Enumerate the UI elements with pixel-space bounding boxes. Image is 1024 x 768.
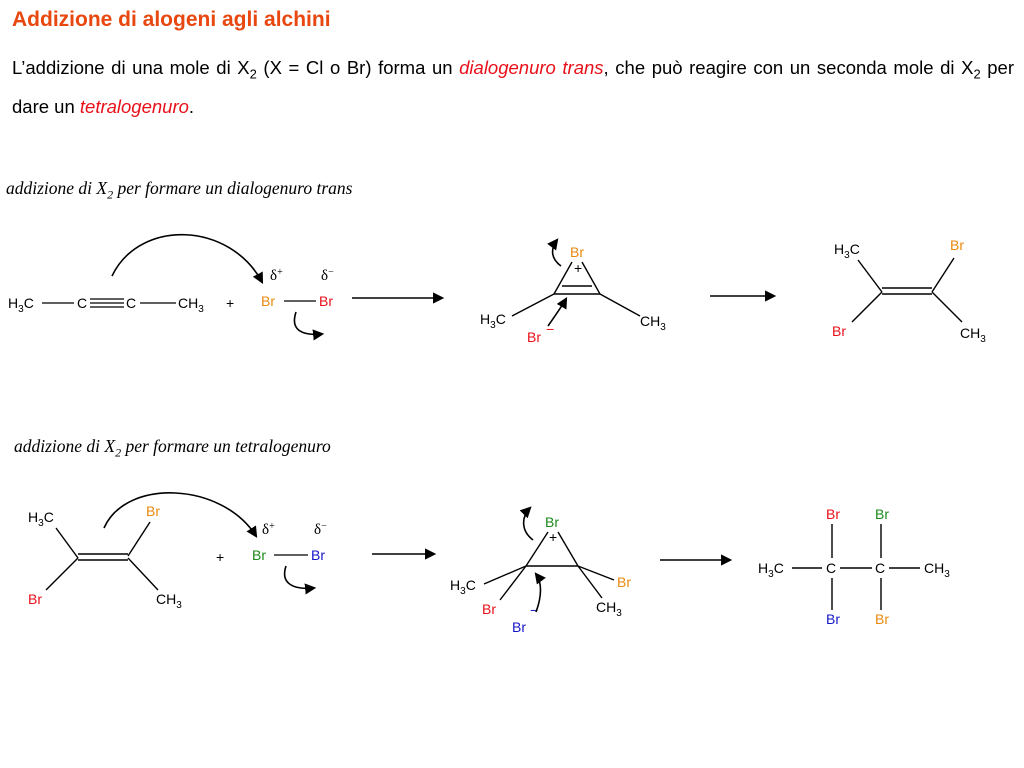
bromine-atom: Br bbox=[252, 547, 266, 563]
bromine-atom: Br bbox=[261, 293, 275, 309]
bromine-atom: Br bbox=[319, 293, 333, 309]
methyl-bond bbox=[483, 565, 527, 585]
methyl-label: H3C bbox=[8, 295, 34, 315]
curved-electron-arrow bbox=[293, 311, 325, 341]
reactant-2-butyne: H3C C C CH3 bbox=[8, 295, 204, 315]
bromine-atom: Br bbox=[146, 503, 160, 519]
plus-sign: + bbox=[216, 549, 224, 565]
bromine-atom: Br bbox=[826, 611, 840, 627]
single-bond bbox=[931, 291, 963, 323]
caption-text: per formare un tetralogenuro bbox=[121, 436, 331, 456]
methyl-bond bbox=[577, 565, 603, 599]
partial-charge-label: δ+ bbox=[270, 267, 283, 284]
methyl-label: CH3 bbox=[960, 325, 986, 345]
reagent-br2: δ+ δ− Br Br bbox=[252, 521, 327, 563]
single-bond bbox=[931, 257, 955, 293]
partial-charge-label: δ+ bbox=[262, 521, 275, 538]
bromine-atom: Br bbox=[950, 237, 964, 253]
curved-electron-arrow bbox=[111, 233, 264, 284]
methyl-label: CH3 bbox=[596, 599, 622, 619]
bromine-atom: Br bbox=[28, 591, 42, 607]
bromine-atom: Br bbox=[832, 323, 846, 339]
highlight-tetralogenuro: tetralogenuro bbox=[79, 95, 189, 117]
methyl-label: CH3 bbox=[924, 560, 950, 580]
caption-text: addizione di X bbox=[14, 436, 116, 456]
intro-text: L’addizione di una mole di X bbox=[12, 57, 250, 78]
bromide-ion: Br bbox=[512, 619, 526, 635]
intro-text: , che può reagire con un seconda mole di… bbox=[603, 57, 974, 78]
bromine-atom: Br bbox=[875, 611, 889, 627]
bromine-atom: Br bbox=[482, 601, 496, 617]
methyl-label: CH3 bbox=[178, 295, 204, 315]
intro-text: (X = Cl o Br) forma un bbox=[256, 57, 460, 78]
bromine-atom: Br bbox=[570, 244, 584, 260]
bromine-bond bbox=[577, 565, 615, 581]
negative-charge: − bbox=[546, 321, 554, 337]
product-tetrabromide: Br Br H3C C C CH3 Br Br bbox=[758, 506, 950, 627]
carbon-label: C bbox=[126, 295, 136, 311]
caption-dialogenuro: addizione di X2 per formare un dialogenu… bbox=[6, 178, 352, 203]
bromine-atom: Br bbox=[826, 506, 840, 522]
carbon-label: C bbox=[826, 560, 836, 576]
bromine-atom: Br bbox=[311, 547, 325, 563]
intro-paragraph: L’addizione di una mole di X2 (X = Cl o … bbox=[12, 52, 1014, 123]
curved-electron-arrow bbox=[519, 506, 534, 541]
single-bond bbox=[55, 527, 79, 559]
reactant-trans-dibromide: H3C Br Br CH3 bbox=[28, 503, 182, 611]
reagent-br2: δ+ δ− Br Br bbox=[261, 267, 334, 309]
methyl-label: H3C bbox=[834, 241, 860, 261]
curved-electron-arrow bbox=[534, 572, 546, 613]
bromide-ion: Br bbox=[527, 329, 541, 345]
page-title: Addizione di alogeni agli alchini bbox=[12, 8, 331, 31]
curved-electron-arrow bbox=[547, 238, 562, 267]
highlight-dialogenuro: dialogenuro trans bbox=[459, 57, 604, 78]
product-trans-dibromide: H3C Br Br CH3 bbox=[832, 237, 986, 345]
methyl-bond bbox=[599, 293, 641, 317]
caption-subscript: 2 bbox=[107, 187, 114, 202]
partial-charge-label: δ− bbox=[321, 267, 334, 284]
positive-charge: + bbox=[574, 260, 582, 276]
caption-text: per formare un dialogenuro trans bbox=[113, 178, 353, 198]
intro-subscript: 2 bbox=[973, 66, 981, 82]
methyl-label: CH3 bbox=[156, 591, 182, 611]
curved-electron-arrow bbox=[283, 565, 317, 595]
negative-charge: − bbox=[530, 602, 538, 618]
carbon-label: C bbox=[875, 560, 885, 576]
positive-charge: + bbox=[549, 529, 557, 545]
bromine-bond bbox=[499, 565, 527, 601]
intro-text: per dare un bbox=[12, 57, 1014, 117]
bromonium-intermediate: Br + H3C Br Br CH3 Br − bbox=[450, 514, 631, 635]
single-bond bbox=[857, 259, 883, 293]
caption-tetralogenuro: addizione di X2 per formare un tetraloge… bbox=[14, 436, 331, 461]
methyl-bond bbox=[511, 293, 555, 317]
bromine-atom: Br bbox=[875, 506, 889, 522]
plus-sign: + bbox=[226, 295, 234, 311]
partial-charge-label: δ− bbox=[314, 521, 327, 538]
ring-bond bbox=[553, 261, 573, 295]
methyl-label: H3C bbox=[28, 509, 54, 529]
intro-subscript: 2 bbox=[249, 66, 257, 82]
methyl-label: H3C bbox=[480, 311, 506, 331]
ring-bond bbox=[581, 261, 601, 295]
single-bond bbox=[45, 557, 79, 591]
single-bond bbox=[127, 557, 159, 591]
curved-electron-arrow bbox=[547, 297, 568, 327]
caption-subscript: 2 bbox=[115, 445, 122, 460]
single-bond bbox=[851, 291, 883, 323]
ring-bond bbox=[525, 531, 549, 567]
methyl-label: H3C bbox=[450, 577, 476, 597]
bromine-atom: Br bbox=[545, 514, 559, 530]
caption-text: addizione di X bbox=[6, 178, 108, 198]
single-bond bbox=[127, 521, 151, 557]
bromine-atom: Br bbox=[617, 574, 631, 590]
bromirenium-intermediate: Br + H3C CH3 Br − bbox=[480, 244, 666, 345]
methyl-label: CH3 bbox=[640, 313, 666, 333]
curved-electron-arrow bbox=[103, 492, 258, 538]
methyl-label: H3C bbox=[758, 560, 784, 580]
carbon-label: C bbox=[77, 295, 87, 311]
ring-bond bbox=[557, 531, 579, 567]
intro-text: . bbox=[188, 95, 195, 117]
